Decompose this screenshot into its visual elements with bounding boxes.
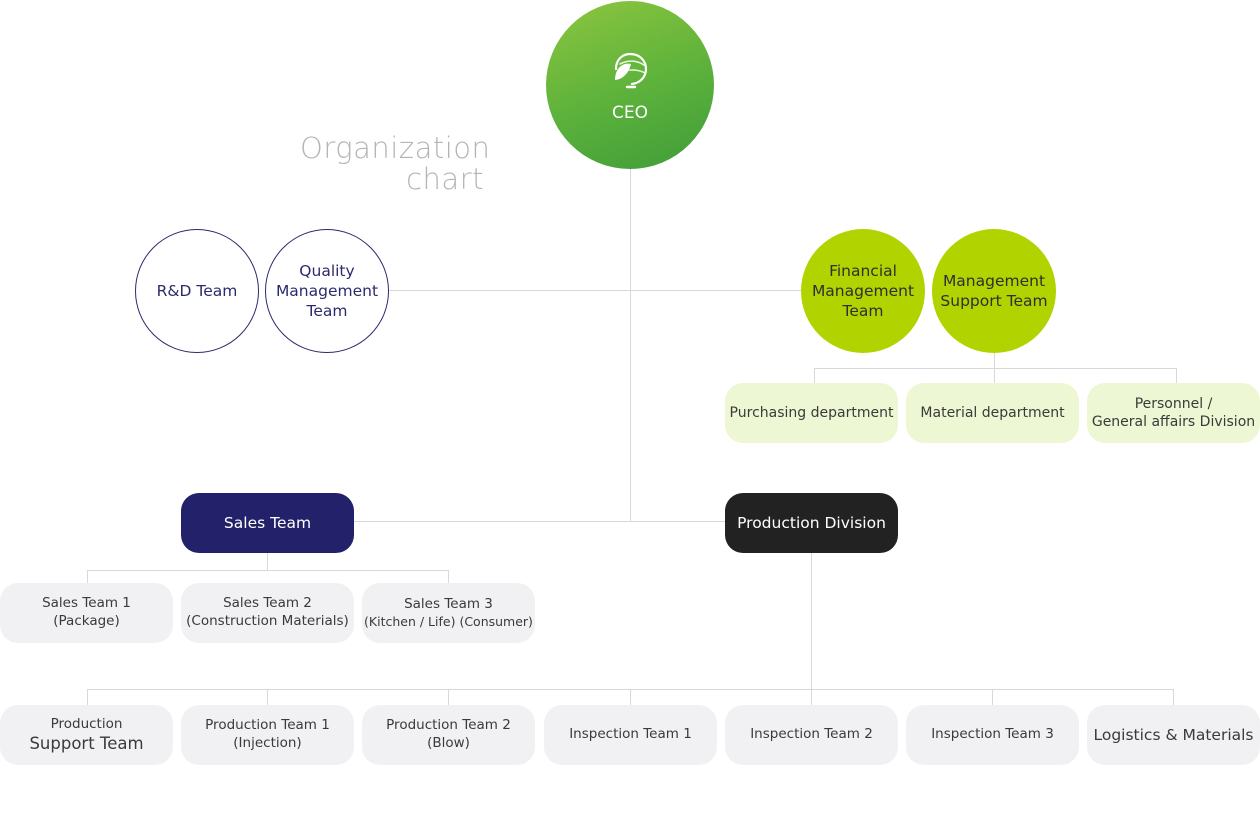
connector-prod-drop-6 (992, 689, 993, 705)
sales-team-2-sub: (Construction Materials) (186, 613, 349, 629)
connector-sales-drop-1 (87, 570, 88, 583)
purchasing-department-label: Purchasing department (729, 404, 894, 421)
connector-support-drop-1 (814, 368, 815, 383)
connector-staff-horizontal (388, 290, 802, 291)
production-division-label: Production Division (737, 513, 886, 532)
production-team-2-node: Production Team 2 (Blow) (362, 705, 535, 765)
connector-support-drop-3 (1176, 368, 1177, 383)
connector-support-horizontal (814, 368, 1176, 369)
personnel-label-1: Personnel / (1134, 395, 1213, 412)
sales-team-2-name: Sales Team 2 (223, 595, 312, 612)
support-team-label-1: Management (942, 271, 1046, 290)
production-team-1-name: Production Team 1 (205, 717, 330, 734)
connector-division-horizontal (354, 521, 725, 522)
logistics-materials-node: Logistics & Materials (1087, 705, 1260, 765)
connector-sales-horizontal (87, 570, 449, 571)
production-support-team-line-2: Support Team (29, 734, 144, 754)
ceo-label: CEO (612, 102, 648, 123)
quality-team-label-1: Quality (299, 261, 355, 280)
chart-title-line-1: Organization (300, 131, 491, 165)
logistics-materials-name: Logistics & Materials (1093, 725, 1254, 744)
support-team-label-2: Support Team (940, 292, 1048, 310)
sales-team-1-name: Sales Team 1 (42, 595, 131, 612)
production-team-2-name: Production Team 2 (386, 717, 511, 734)
financial-team-label-3: Team (842, 302, 884, 321)
connector-sales-down (267, 553, 268, 570)
quality-team-label-3: Team (306, 302, 348, 321)
personnel-label-2: General affairs Division (1091, 414, 1256, 430)
material-department-node: Material department (906, 383, 1079, 443)
production-team-2-sub: (Blow) (427, 735, 470, 751)
connector-production-down (811, 553, 812, 689)
connector-support-drop-2 (994, 368, 995, 383)
inspection-team-2-name: Inspection Team 2 (750, 726, 873, 743)
sales-team-3-sub: (Kitchen / Life) (Consumer) (364, 613, 533, 629)
production-team-1-sub: (Injection) (233, 735, 302, 751)
rnd-team-label: R&D Team (156, 281, 238, 300)
sales-team-3-name: Sales Team 3 (404, 596, 493, 613)
inspection-team-3-name: Inspection Team 3 (931, 726, 1054, 743)
connector-prod-drop-7 (1173, 689, 1174, 705)
inspection-team-2-node: Inspection Team 2 (725, 705, 898, 765)
connector-prod-drop-5 (811, 689, 812, 705)
production-support-team-node: Production Support Team (0, 705, 173, 765)
connector-ceo-trunk (630, 169, 631, 522)
inspection-team-1-name: Inspection Team 1 (569, 726, 692, 743)
inspection-team-3-node: Inspection Team 3 (906, 705, 1079, 765)
sales-team-2-node: Sales Team 2 (Construction Materials) (181, 583, 354, 643)
leaf-globe-icon (614, 52, 648, 89)
connector-support-down (994, 353, 995, 369)
connector-prod-drop-1 (87, 689, 88, 705)
inspection-team-1-node: Inspection Team 1 (544, 705, 717, 765)
management-support-team-node: Management Support Team (932, 229, 1056, 353)
quality-team-label-2: Management (275, 281, 379, 300)
connector-sales-drop-3 (448, 570, 449, 583)
financial-management-team-node: Financial Management Team (801, 229, 925, 353)
sales-team-node: Sales Team (181, 493, 354, 553)
purchasing-department-node: Purchasing department (725, 383, 898, 443)
production-division-node: Production Division (725, 493, 898, 553)
connector-prod-drop-2 (267, 689, 268, 705)
personnel-general-affairs-node: Personnel / General affairs Division (1087, 383, 1260, 443)
sales-team-label: Sales Team (223, 513, 312, 532)
production-support-team-line-1: Production (50, 715, 123, 732)
financial-team-label-2: Management (811, 281, 915, 300)
chart-title: Organization chart (300, 131, 491, 196)
ceo-node: CEO (546, 1, 714, 169)
quality-management-team-node: Quality Management Team (265, 229, 389, 353)
sales-team-3-node: Sales Team 3 (Kitchen / Life) (Consumer) (362, 583, 535, 643)
financial-team-label-1: Financial (829, 261, 897, 280)
connector-prod-drop-4 (630, 689, 631, 705)
rnd-team-node: R&D Team (135, 229, 259, 353)
material-department-label: Material department (920, 404, 1065, 421)
sales-team-1-sub: (Package) (53, 613, 120, 629)
connector-prod-drop-3 (448, 689, 449, 705)
production-team-1-node: Production Team 1 (Injection) (181, 705, 354, 765)
chart-title-line-2: chart (406, 162, 484, 196)
sales-team-1-node: Sales Team 1 (Package) (0, 583, 173, 643)
